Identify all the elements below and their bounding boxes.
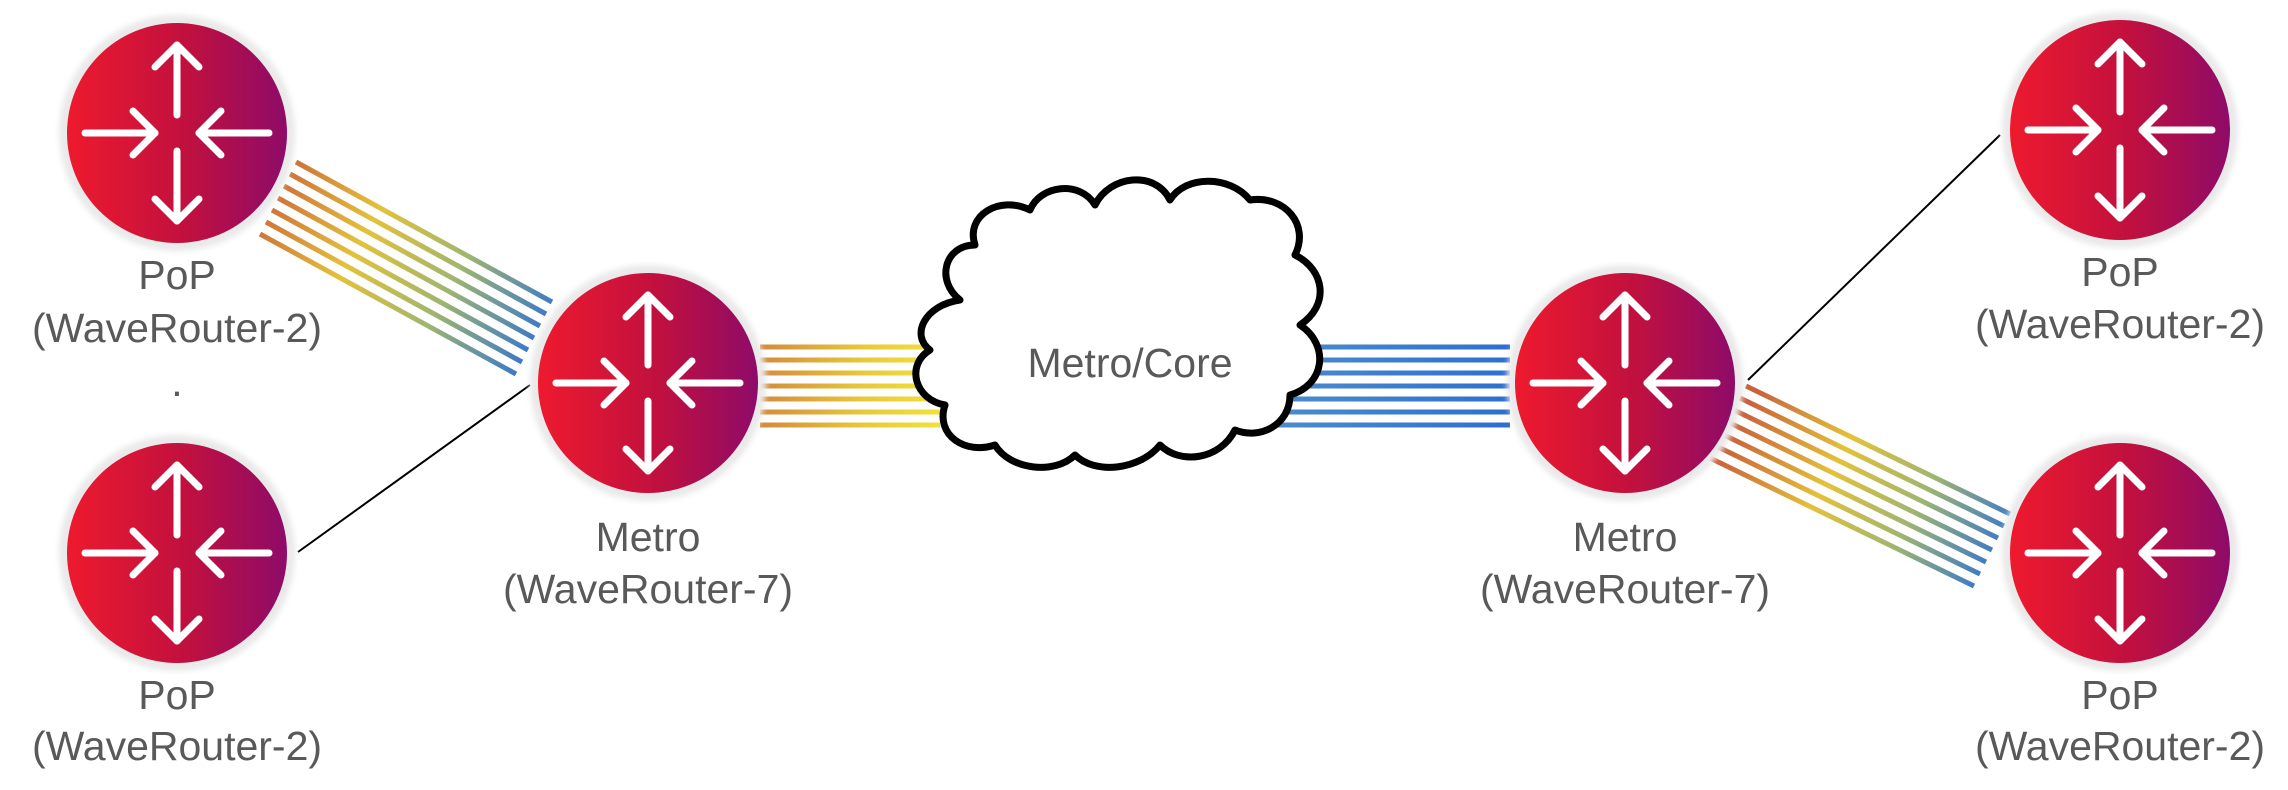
ellipsis-dot: . [171, 359, 182, 405]
wave-bundle-right-diagonal [1708, 383, 2012, 589]
cloud-label: Metro/Core [1027, 340, 1232, 386]
metro-left-label-line2: (WaveRouter-7) [503, 566, 793, 612]
router-icon [2002, 435, 2238, 671]
pop-top-left-label-line2: (WaveRouter-2) [32, 305, 322, 351]
metro-left-label-line1: Metro [596, 514, 701, 560]
pop-top-right-label-line2: (WaveRouter-2) [1975, 301, 2265, 347]
pop-top-right-node[interactable]: PoP (WaveRouter-2) [1975, 12, 2265, 347]
pop-bottom-left-label-line1: PoP [138, 672, 216, 718]
metro-right-label-line2: (WaveRouter-7) [1480, 566, 1770, 612]
pop-bottom-right-label-line2: (WaveRouter-2) [1975, 723, 2265, 769]
single-link-right [1747, 134, 2001, 381]
pop-bottom-left-label-line2: (WaveRouter-2) [32, 723, 322, 769]
wave-bundle-left-diagonal [258, 159, 554, 377]
pop-top-left-label-line1: PoP [138, 252, 216, 298]
cloud-icon [912, 176, 1324, 471]
pop-bottom-right-node[interactable]: PoP (WaveRouter-2) [1975, 435, 2265, 769]
router-icon [59, 435, 295, 671]
router-icon [59, 15, 295, 251]
metro-left-node[interactable]: Metro (WaveRouter-7) [503, 265, 793, 612]
single-link-left [297, 384, 531, 553]
wave-bundle-left-horizontal [760, 344, 940, 428]
router-icon [2002, 12, 2238, 248]
pop-top-left-node[interactable]: PoP (WaveRouter-2) [32, 15, 322, 351]
metro-right-label-line1: Metro [1573, 514, 1678, 560]
metro-right-node[interactable]: Metro (WaveRouter-7) [1480, 265, 1770, 612]
pop-bottom-right-label-line1: PoP [2081, 672, 2159, 718]
router-icon [530, 265, 766, 501]
router-icon [1507, 265, 1743, 501]
pop-bottom-left-node[interactable]: PoP (WaveRouter-2) [32, 435, 322, 769]
pop-top-right-label-line1: PoP [2081, 249, 2159, 295]
